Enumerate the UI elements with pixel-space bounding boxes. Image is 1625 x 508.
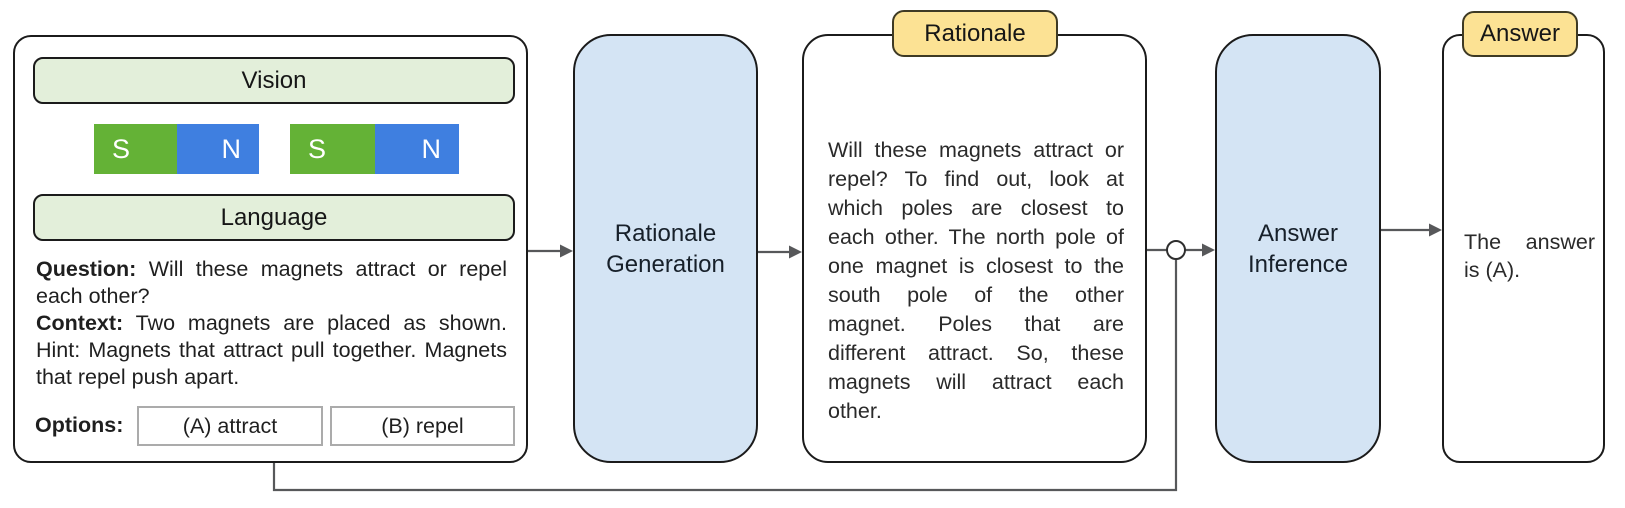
- answer-text: The answer is (A).: [1464, 230, 1595, 282]
- magnet-2-north-label: N: [421, 133, 442, 164]
- rationale-generation-stage: Rationale Generation: [573, 34, 758, 463]
- magnet-1: S N: [94, 124, 259, 174]
- rationale-tag-label: Rationale: [924, 19, 1026, 47]
- rationale-text: Will these magnets attract or repel? To …: [828, 138, 1124, 423]
- rationale-panel: Will these magnets attract or repel? To …: [802, 34, 1147, 463]
- magnet-2-south-label: S: [308, 133, 327, 164]
- answer-tag-label: Answer: [1479, 20, 1561, 47]
- magnet-2-south-pole: S: [290, 124, 375, 174]
- arrow-answer-inference-to-answer: [1381, 223, 1442, 237]
- question-label: Question:: [36, 257, 137, 281]
- magnet-2-north-pole: N: [374, 124, 459, 174]
- arrow-rationale-to-answer-inference: [1147, 243, 1215, 257]
- question-paragraph: Question: Will these magnets attract or …: [36, 256, 507, 310]
- option-b-box: (B) repel: [330, 406, 515, 446]
- answer-inference-label: Answer Inference: [1247, 219, 1349, 278]
- arrow-rationale-generation-to-rationale: [758, 245, 802, 259]
- option-b-label: (B) repel: [381, 413, 464, 438]
- magnet-1-south-label: S: [112, 133, 131, 164]
- magnet-2: S N: [290, 124, 459, 174]
- answer-panel: The answer is (A).: [1442, 34, 1605, 463]
- magnet-1-north-pole: N: [176, 124, 259, 174]
- rationale-generation-label: Rationale Generation: [606, 219, 725, 278]
- rationale-tag: Rationale: [892, 10, 1058, 57]
- language-header: Language: [33, 194, 515, 241]
- context-paragraph: Context: Two magnets are placed as shown…: [36, 310, 507, 391]
- question-context-text: Question: Will these magnets attract or …: [36, 256, 507, 391]
- magnet-1-south-pole: S: [94, 124, 177, 174]
- input-panel: Vision S N S N Language Question: Will t…: [13, 35, 528, 463]
- answer-inference-stage: Answer Inference: [1215, 34, 1381, 463]
- options-label: Options:: [35, 413, 124, 437]
- answer-tag: Answer: [1462, 11, 1578, 57]
- arrow-input-to-rationale-generation: [528, 244, 573, 258]
- option-a-label: (A) attract: [182, 413, 278, 438]
- join-node: [1166, 240, 1186, 260]
- magnet-1-north-label: N: [221, 133, 242, 164]
- vision-header: Vision: [33, 57, 515, 104]
- context-label: Context:: [36, 311, 124, 335]
- language-header-label: Language: [220, 203, 328, 231]
- vision-header-label: Vision: [241, 66, 307, 94]
- option-a-box: (A) attract: [137, 406, 323, 446]
